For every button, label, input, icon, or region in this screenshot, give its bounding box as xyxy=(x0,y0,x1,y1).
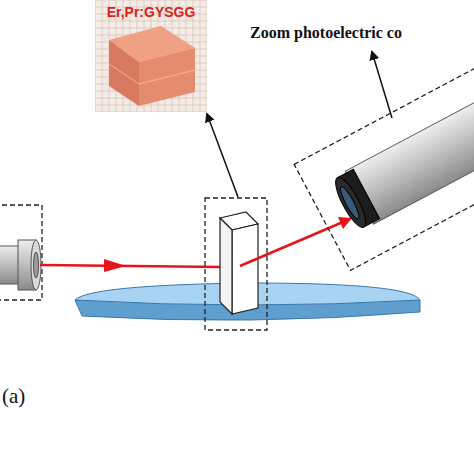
prism-sample xyxy=(205,198,267,330)
laser-beam xyxy=(40,259,222,272)
photoelectric-detector xyxy=(294,51,474,271)
sample-label: Er,Pr:GYSGG xyxy=(95,4,207,20)
leader-arrow xyxy=(372,52,392,118)
panel-label: (a) xyxy=(2,384,25,409)
detector-label: Zoom photoelectric co xyxy=(250,24,402,42)
crystal-inset: Er,Pr:GYSGG xyxy=(95,0,207,112)
laser-source xyxy=(0,205,42,300)
leader-arrow xyxy=(207,114,238,197)
